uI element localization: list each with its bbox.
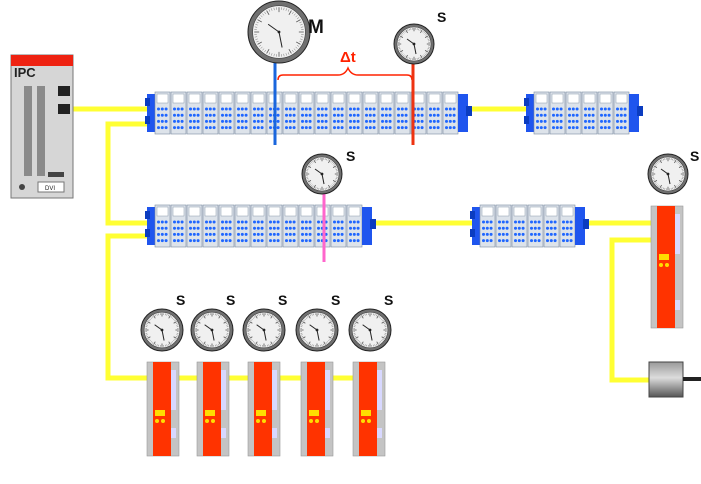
servo-drive-right [650, 205, 684, 329]
slave-clock-icon-drive-3 [242, 308, 286, 352]
slave-clock-icon-drive-4 [295, 308, 339, 352]
terminal-block-branch-2 [470, 204, 589, 248]
clock-labels: M S S S S S S S S [176, 9, 699, 308]
slave-clock-label-drive-2: S [226, 292, 235, 308]
ipc-label: IPC [14, 65, 36, 80]
distributed-clocks [140, 0, 689, 352]
terminal-block-branch-1 [524, 91, 643, 135]
ipc-computer: IPC DVI [10, 54, 74, 199]
slave-clock-label-drive-3: S [278, 292, 287, 308]
slave-clock-label-drive-4: S [331, 292, 340, 308]
terminal-block-main [145, 91, 472, 135]
io-terminal-blocks [145, 91, 643, 248]
slave-clock-icon-2 [301, 153, 343, 195]
slave-clock-icon-drive-5 [348, 308, 392, 352]
slave-clock-icon-1 [393, 23, 435, 65]
delta-t-bracket: Δt [277, 49, 413, 81]
dvi-port-label: DVI [45, 186, 55, 192]
servo-motor [648, 361, 701, 398]
slave-clock-label-drive-5: S [384, 292, 393, 308]
slave-clock-icon-drive-2 [190, 308, 234, 352]
servo-drive-1 [146, 361, 180, 457]
master-clock-icon [247, 0, 311, 64]
servo-drive-2 [196, 361, 230, 457]
slave-clock-icon-3 [647, 153, 689, 195]
servo-drive-3 [247, 361, 281, 457]
ethernet-port-icon [58, 86, 70, 96]
ethernet-cable [105, 233, 155, 381]
slave-clock-icon-drive-1 [140, 308, 184, 352]
ethernet-port-icon [58, 104, 70, 114]
servo-drives [146, 205, 684, 457]
servo-drive-4 [300, 361, 334, 457]
slave-clock-label-drive-1: S [176, 292, 185, 308]
slave-clock-label-2: S [346, 148, 355, 164]
servo-drive-5 [352, 361, 386, 457]
master-clock-label: M [308, 17, 324, 38]
slave-clock-label-1: S [437, 9, 446, 25]
ethernet-cable [609, 237, 655, 383]
delta-t-label: Δt [340, 49, 356, 66]
ethernet-cable [105, 121, 153, 226]
terminal-block-line-2 [145, 204, 376, 248]
slave-clock-label-3: S [690, 148, 699, 164]
